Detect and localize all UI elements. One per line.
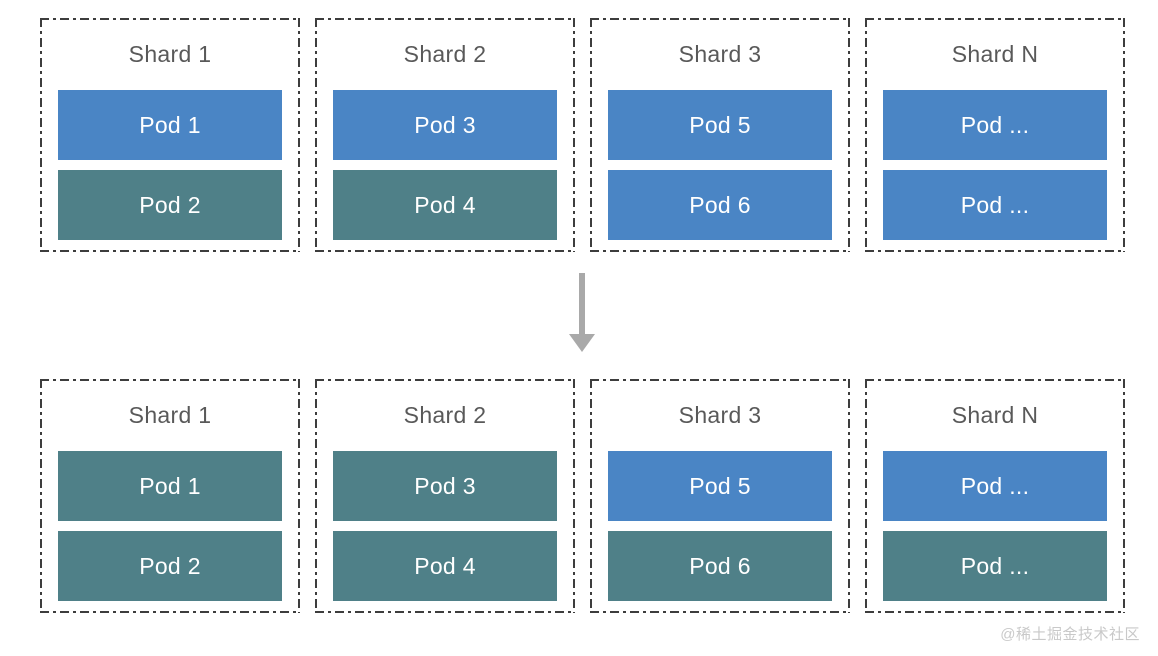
pod-after-2-2: Pod 4: [333, 531, 557, 601]
pod-before-1-1: Pod 1: [58, 90, 282, 160]
shard-after-3: Shard 3 Pod 5 Pod 6: [590, 379, 850, 613]
shard-title: Shard 2: [403, 40, 487, 67]
pod-before-3-1: Pod 5: [608, 90, 832, 160]
shard-before-n: Shard N Pod ... Pod ...: [865, 18, 1125, 252]
pod-before-n-1: Pod ...: [883, 90, 1107, 160]
shard-title: Shard 1: [128, 401, 212, 428]
down-arrow-icon: [569, 273, 595, 352]
pod-before-2-2: Pod 4: [333, 170, 557, 240]
pod-after-n-2: Pod ...: [883, 531, 1107, 601]
shard-before-1: Shard 1 Pod 1 Pod 2: [40, 18, 300, 252]
shard-title: Shard 2: [403, 401, 487, 428]
shard-row-after: Shard 1 Pod 1 Pod 2 Shard 2 Pod 3 Pod 4 …: [40, 379, 1125, 613]
shard-after-2: Shard 2 Pod 3 Pod 4: [315, 379, 575, 613]
pod-before-1-2: Pod 2: [58, 170, 282, 240]
shard-title: Shard 3: [678, 40, 762, 67]
shard-before-3: Shard 3 Pod 5 Pod 6: [590, 18, 850, 252]
pod-after-3-1: Pod 5: [608, 451, 832, 521]
shard-row-before: Shard 1 Pod 1 Pod 2 Shard 2 Pod 3 Pod 4 …: [40, 18, 1125, 252]
shard-title: Shard 1: [128, 40, 212, 67]
pod-after-n-1: Pod ...: [883, 451, 1107, 521]
pod-before-3-2: Pod 6: [608, 170, 832, 240]
pod-after-2-1: Pod 3: [333, 451, 557, 521]
shard-after-n: Shard N Pod ... Pod ...: [865, 379, 1125, 613]
shard-before-2: Shard 2 Pod 3 Pod 4: [315, 18, 575, 252]
shard-title: Shard 3: [678, 401, 762, 428]
arrow-shaft: [579, 273, 585, 334]
shard-title: Shard N: [951, 40, 1039, 67]
watermark: @稀土掘金技术社区: [1000, 626, 1140, 643]
pod-after-1-1: Pod 1: [58, 451, 282, 521]
pod-after-1-2: Pod 2: [58, 531, 282, 601]
shard-after-1: Shard 1 Pod 1 Pod 2: [40, 379, 300, 613]
pod-before-2-1: Pod 3: [333, 90, 557, 160]
pod-before-n-2: Pod ...: [883, 170, 1107, 240]
shard-title: Shard N: [951, 401, 1039, 428]
arrow-head: [569, 334, 595, 352]
pod-after-3-2: Pod 6: [608, 531, 832, 601]
